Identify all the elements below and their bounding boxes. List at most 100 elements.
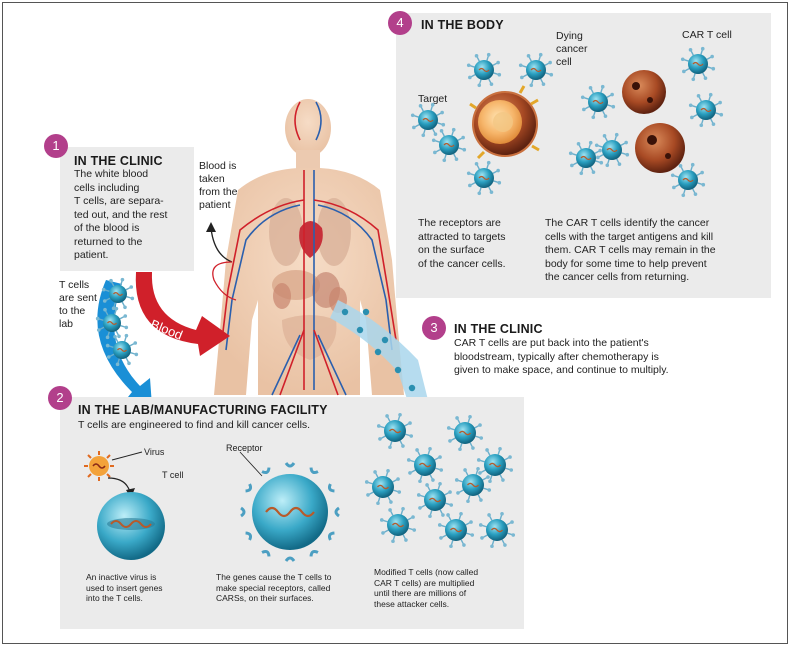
- tcell-label: T cell: [162, 470, 184, 480]
- dying-cancer-cell-label: Dying cancer cell: [556, 30, 588, 69]
- car-t-cell-1: [466, 52, 502, 88]
- blood-taken-line-4: patient: [199, 199, 231, 211]
- car-t-cell-4: [466, 160, 502, 196]
- s1-line-5: of the blood is: [74, 222, 140, 234]
- tcells-sent-label: T cells are sent to the lab: [59, 279, 97, 331]
- target-cancer-cell: [469, 85, 540, 160]
- blood-taken-label: Blood is taken from the patient: [199, 160, 238, 212]
- virus-label: Virus: [144, 447, 165, 457]
- receptor-1: [334, 506, 340, 518]
- transported-t-cell-3: [105, 333, 139, 367]
- car-t-cell-label: CAR T cell: [682, 29, 732, 41]
- cap1-line-2: used to insert genes: [86, 582, 163, 593]
- cap3-line-4: these attacker cells.: [374, 598, 450, 609]
- cap2-line-2: make special receptors, called: [216, 582, 331, 593]
- receptor-7: [240, 506, 246, 518]
- car-t-cell-6: [594, 132, 630, 168]
- caption-right-line-4: body for some time to help prevent: [545, 257, 707, 270]
- caption-right-line-3: them. CAR T cells may remain in the: [545, 244, 716, 256]
- section3-title: IN THE CLINIC: [454, 322, 543, 336]
- section1-title: IN THE CLINIC: [74, 154, 163, 168]
- cap1-line-1: An inactive virus is: [86, 572, 157, 582]
- caption-right-line-1: The CAR T cells identify the cancer: [545, 217, 710, 229]
- caption-virus: An inactive virus is used to insert gene…: [86, 572, 163, 604]
- car-t-cell-3: [431, 127, 467, 163]
- blood-taken-arrow: [210, 227, 233, 263]
- blood-taken-line-2: taken: [199, 173, 225, 185]
- caption-left-line-4: of the cancer cells.: [418, 257, 506, 270]
- returning-cell-7: [381, 336, 389, 344]
- receptor-6: [245, 531, 253, 541]
- car-t-cell-11: [518, 52, 554, 88]
- s1-line-3: T cells, are separa-: [74, 195, 164, 207]
- receptor-4: [284, 556, 296, 562]
- cap2-line-1: The genes cause the T cells to: [216, 572, 332, 582]
- tcells-sent-line-3: to the: [59, 305, 86, 317]
- s1-line-1: The white blood: [74, 168, 149, 180]
- cap3-line-1: Modified T cells (now called: [374, 567, 479, 577]
- blood-taken-line-1: Blood is: [199, 160, 237, 172]
- step-badge-4: 4: [388, 11, 412, 35]
- receptor-3: [309, 549, 319, 557]
- multiplied-car-t-cell-7: [416, 481, 454, 519]
- car-t-cell-5: [580, 84, 616, 120]
- multiplied-car-t-cell-8: [379, 506, 417, 544]
- car-t-cell-2: [410, 102, 446, 138]
- receptor-8: [245, 483, 253, 493]
- blood-taken-line-3: from the: [199, 186, 238, 198]
- receptor-2: [327, 531, 335, 541]
- multiplied-car-t-cell-4: [476, 446, 514, 484]
- caption-receptors: The genes cause the T cells to make spec…: [216, 572, 331, 604]
- returning-cell-4: [394, 366, 402, 374]
- transported-t-cell-2: [95, 306, 129, 340]
- multiplied-car-t-cell-10: [478, 511, 516, 549]
- section1-text: The white blood cells including T cells,…: [74, 168, 167, 263]
- caption-right-line-5: the cancer cells from returning.: [545, 271, 690, 283]
- s1-line-2: cells including: [74, 181, 140, 194]
- panel-in-the-clinic-1: [60, 147, 194, 271]
- step-badge-2: 2: [48, 386, 72, 410]
- cap3-line-3: until there are millions of: [374, 588, 467, 598]
- multiplied-car-t-cell-5: [364, 468, 402, 506]
- caption-left-line-1: The receptors are: [418, 217, 501, 229]
- returning-cell-6: [362, 308, 370, 316]
- section4-caption-right: The CAR T cells identify the cancer cell…: [545, 217, 716, 285]
- section4-title: IN THE BODY: [421, 18, 504, 32]
- returning-cell-5: [408, 384, 416, 392]
- caption-right-line-2: cells with the target antigens and kill: [545, 230, 714, 243]
- s1-line-4: ted out, and the rest: [74, 208, 168, 221]
- car-t-cell-9: [688, 92, 724, 128]
- car-t-cell-10: [670, 162, 706, 198]
- s3-line-2: bloodstream, typically after chemotherap…: [454, 350, 659, 363]
- returning-cell-2: [356, 326, 364, 334]
- dying-line-3: cell: [556, 56, 572, 68]
- cap3-line-2: CAR T cells) are multiplied: [374, 577, 475, 588]
- return-arrow: [330, 300, 434, 424]
- s1-line-7: patient.: [74, 249, 109, 261]
- section2-subtitle: T cells are engineered to find and kill …: [78, 419, 311, 431]
- section3-text: CAR T cells are put back into the patien…: [454, 337, 669, 378]
- cap1-line-3: into the T cells.: [86, 593, 143, 603]
- receptor-5: [261, 549, 271, 557]
- tcells-sent-line-4: lab: [59, 318, 74, 330]
- s1-line-6: returned to the: [74, 235, 143, 248]
- cap2-line-3: CARSs, on their surfaces.: [216, 593, 314, 603]
- multiplied-car-t-cell-9: [437, 511, 475, 549]
- step-badge-3: 3: [422, 316, 446, 340]
- tcells-arrow: [97, 280, 152, 406]
- multiplied-car-t-cell-3: [406, 446, 444, 484]
- step-badge-1: 1: [44, 134, 68, 158]
- virus-icon: [84, 451, 114, 481]
- s3-line-3: given to make space, and continue to mul…: [454, 364, 669, 376]
- caption-left-line-3: on the surface: [418, 244, 485, 256]
- dying-line-1: Dying: [556, 30, 583, 42]
- car-t-cell-8: [680, 46, 716, 82]
- multiplied-car-t-cell-1: [376, 412, 414, 450]
- dying-cancer-cells: [622, 70, 685, 173]
- transported-t-cell-1: [101, 277, 135, 311]
